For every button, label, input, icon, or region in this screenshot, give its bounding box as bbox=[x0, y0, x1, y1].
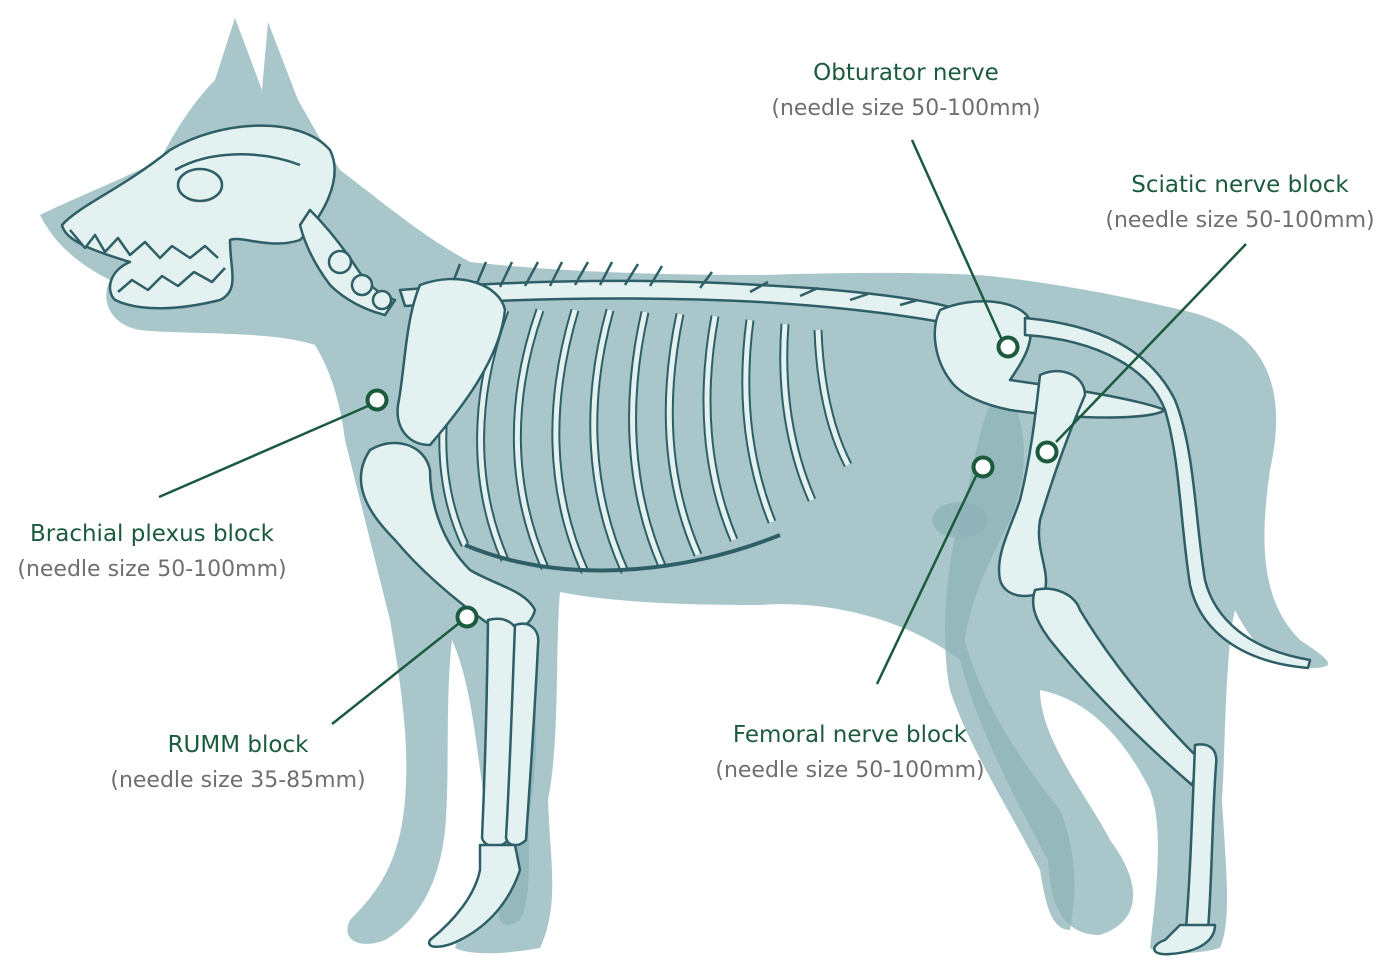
callout-title: Femoral nerve block bbox=[650, 718, 1050, 753]
callout-title: Brachial plexus block bbox=[0, 517, 352, 552]
rumm-callout: RUMM block (needle size 35-85mm) bbox=[38, 728, 438, 798]
callout-title: Obturator nerve bbox=[706, 56, 1106, 91]
sciatic-callout: Sciatic nerve block (needle size 50-100m… bbox=[1040, 168, 1399, 238]
callout-needle-size: (needle size 50-100mm) bbox=[650, 753, 1050, 788]
callout-needle-size: (needle size 35-85mm) bbox=[38, 763, 438, 798]
femoral-marker bbox=[974, 458, 993, 477]
obturator-callout: Obturator nerve (needle size 50-100mm) bbox=[706, 56, 1106, 126]
callout-needle-size: (needle size 50-100mm) bbox=[1040, 203, 1399, 238]
callout-title: RUMM block bbox=[38, 728, 438, 763]
brachial-callout: Brachial plexus block (needle size 50-10… bbox=[0, 517, 352, 587]
callout-needle-size: (needle size 50-100mm) bbox=[706, 91, 1106, 126]
callout-needle-size: (needle size 50-100mm) bbox=[0, 552, 352, 587]
sciatic-marker bbox=[1038, 443, 1057, 462]
femoral-callout: Femoral nerve block (needle size 50-100m… bbox=[650, 718, 1050, 788]
brachial-leader-line bbox=[159, 406, 368, 497]
obturator-marker bbox=[999, 338, 1018, 357]
rumm-marker bbox=[458, 608, 477, 627]
callout-title: Sciatic nerve block bbox=[1040, 168, 1399, 203]
brachial-marker bbox=[368, 391, 387, 410]
